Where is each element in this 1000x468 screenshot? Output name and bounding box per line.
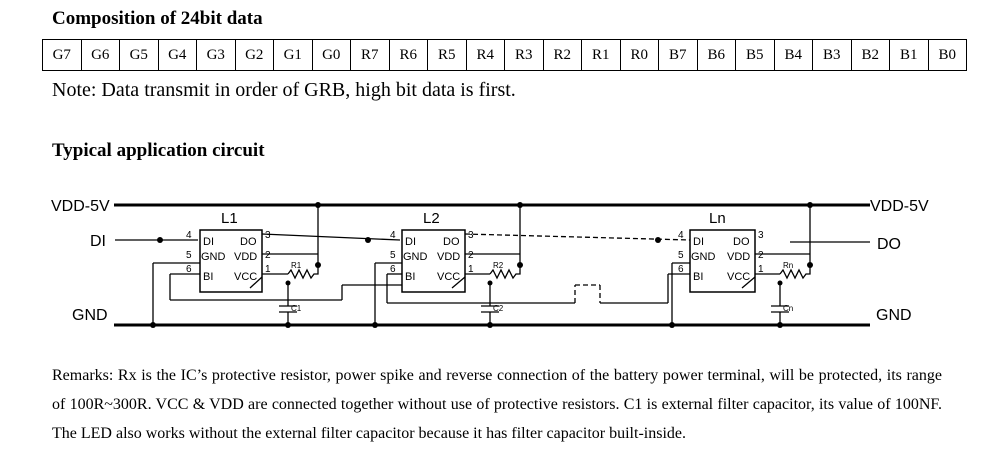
l1-pin-bi: BI — [203, 271, 213, 283]
gnd-left-label: GND — [72, 307, 108, 324]
ln-pin-bi: BI — [693, 271, 703, 283]
data-order-note: Note: Data transmit in order of GRB, hig… — [52, 79, 516, 101]
bit-cell-b2: B2 — [850, 39, 890, 71]
l1-resistor-label: R1 — [291, 261, 302, 270]
bit-cell-r4: R4 — [465, 39, 505, 71]
ln-pin-num-2: 2 — [758, 250, 764, 261]
ln-pin-num-6: 6 — [678, 264, 684, 275]
l2-pin-num-4: 4 — [390, 230, 396, 241]
l2-pin-num-2: 2 — [468, 250, 474, 261]
bit-cell-g5: G5 — [119, 39, 159, 71]
ln-capacitor-label: Cn — [783, 304, 793, 313]
bit-cell-r0: R0 — [619, 39, 659, 71]
bit-cell-b1: B1 — [889, 39, 929, 71]
l1-pin-num-5: 5 — [186, 250, 192, 261]
chip-ln-name: Ln — [709, 210, 726, 227]
l2-pin-gnd: GND — [403, 251, 428, 263]
l1-pin-num-2: 2 — [265, 250, 271, 261]
bit-cell-r1: R1 — [581, 39, 621, 71]
vdd-right-label: VDD-5V — [870, 198, 929, 215]
ln-pin-gnd: GND — [691, 251, 716, 263]
l1-pin-num-4: 4 — [186, 230, 192, 241]
vdd-left-label: VDD-5V — [51, 198, 110, 215]
l1-pin-vcc: VCC — [234, 271, 257, 283]
l1-pin-num-6: 6 — [186, 264, 192, 275]
chip-l1-body — [199, 229, 263, 293]
chip-l2-body — [401, 229, 466, 293]
ln-pin-num-5: 5 — [678, 250, 684, 261]
bit-cell-g2: G2 — [234, 39, 274, 71]
l2-pin-num-6: 6 — [390, 264, 396, 275]
l1-pin-gnd: GND — [201, 251, 226, 263]
l2-pin-di: DI — [405, 236, 416, 248]
bit-cell-b5: B5 — [735, 39, 775, 71]
di-label: DI — [90, 233, 106, 250]
circuit-title: Typical application circuit — [52, 140, 265, 161]
l1-pin-num-3: 3 — [265, 230, 271, 241]
bit-cell-b6: B6 — [696, 39, 736, 71]
bit-cell-b7: B7 — [658, 39, 698, 71]
l2-pin-vdd: VDD — [437, 251, 460, 263]
do-label: DO — [877, 236, 901, 253]
composition-title: Composition of 24bit data — [52, 8, 263, 29]
l2-pin-num-1: 1 — [468, 264, 474, 275]
ln-pin-vdd: VDD — [727, 251, 750, 263]
bit-cell-r5: R5 — [427, 39, 467, 71]
application-circuit: VDD-5V VDD-5V DI DO GND GND L1 L2 Ln DI … — [51, 198, 929, 328]
l2-pin-num-5: 5 — [390, 250, 396, 261]
l2-pin-vcc: VCC — [437, 271, 460, 283]
l2-pin-bi: BI — [405, 271, 415, 283]
ln-pin-num-4: 4 — [678, 230, 684, 241]
chip-l1-name: L1 — [221, 210, 238, 227]
remarks-paragraph: Remarks: Rx is the IC’s protective resis… — [52, 367, 942, 442]
bit-cell-r7: R7 — [350, 39, 390, 71]
ln-pin-do: DO — [733, 236, 750, 248]
bit-cell-g4: G4 — [157, 39, 197, 71]
bit-cell-g7: G7 — [42, 39, 82, 71]
l1-pin-do: DO — [240, 236, 257, 248]
bit-cell-b0: B0 — [927, 39, 967, 71]
bit-cell-r2: R2 — [542, 39, 582, 71]
l2-resistor-label: R2 — [493, 261, 504, 270]
bit-cell-g3: G3 — [196, 39, 236, 71]
ln-pin-vcc: VCC — [727, 271, 750, 283]
ln-pin-num-3: 3 — [758, 230, 764, 241]
l1-pin-di: DI — [203, 236, 214, 248]
chip-l2-name: L2 — [423, 210, 440, 227]
l2-pin-num-3: 3 — [468, 230, 474, 241]
ln-pin-di: DI — [693, 236, 704, 248]
l1-capacitor-label: C1 — [291, 304, 302, 313]
l1-pin-num-1: 1 — [265, 264, 271, 275]
bit-cell-g6: G6 — [80, 39, 120, 71]
ln-resistor-label: Rn — [783, 261, 793, 270]
bit-cell-r6: R6 — [388, 39, 428, 71]
bit-cell-g1: G1 — [273, 39, 313, 71]
l2-pin-do: DO — [443, 236, 460, 248]
bit-cell-g0: G0 — [311, 39, 351, 71]
gnd-right-label: GND — [876, 307, 912, 324]
bit-cell-b4: B4 — [773, 39, 813, 71]
l2-capacitor-label: C2 — [493, 304, 504, 313]
ln-pin-num-1: 1 — [758, 264, 764, 275]
l1-pin-vdd: VDD — [234, 251, 257, 263]
chip-ln-body — [689, 229, 756, 293]
bit-cell-r3: R3 — [504, 39, 544, 71]
bit-cell-b3: B3 — [812, 39, 852, 71]
